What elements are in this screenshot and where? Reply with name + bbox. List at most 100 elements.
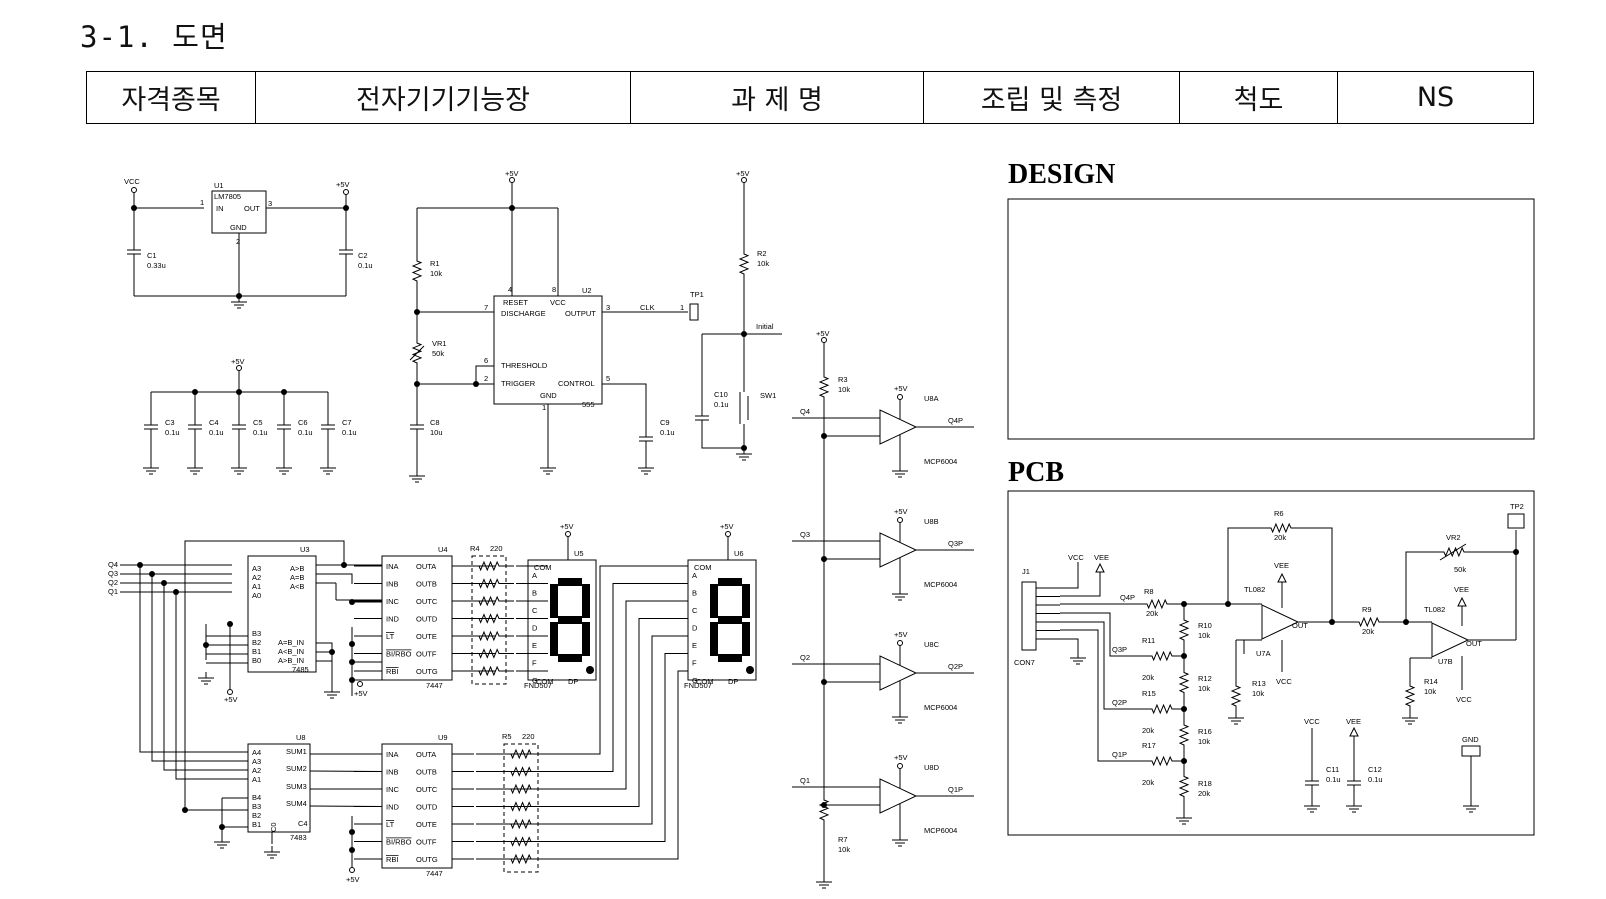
junction-dot: [182, 807, 188, 813]
pcb-q4p: Q4P: [1120, 593, 1135, 602]
p5v-label-3: +5V: [505, 169, 519, 178]
display-u6-segment: [742, 584, 750, 618]
seven-seg-decoder-u4-out-2: OUTC: [416, 597, 438, 606]
u8-in-a2: A2: [252, 766, 261, 775]
vr1-value: 50k: [432, 349, 444, 358]
r1-label: R1: [430, 259, 440, 268]
c1-label: C1: [147, 251, 157, 260]
junction-dot: [161, 580, 167, 586]
junction-dot: [203, 642, 209, 648]
display-u5-segment: [582, 622, 590, 656]
power-terminal: [236, 365, 242, 371]
title-cell-task: 조립 및 측정: [923, 71, 1180, 124]
seven-seg-decoder-u4-in-0: INA: [386, 562, 399, 571]
title-cell-label-qualification: 자격종목: [86, 71, 256, 124]
wire: [175, 592, 248, 780]
p5v-label-u3b: +5V: [354, 689, 368, 698]
display-u5-seg-0: A: [532, 571, 537, 580]
power-terminal: [897, 517, 903, 523]
wire: [602, 383, 647, 420]
p5v-label-2: +5V: [231, 357, 245, 366]
vee-icon-4: [1349, 726, 1359, 737]
c6-value: 0.1u: [298, 428, 313, 437]
c10-value: 0.1u: [714, 400, 729, 409]
seven-seg-decoder-u4-in-4: LT: [386, 632, 395, 641]
p5v-label-cmp2: +5V: [894, 630, 908, 639]
comparator-u8b: [879, 532, 918, 568]
pin-number: 7: [484, 303, 488, 312]
u3-pin-b1: B2: [252, 638, 261, 647]
u7a-label: U7A: [1256, 649, 1271, 658]
seven-seg-decoder-u9-in-1: INB: [386, 768, 399, 777]
wire: [151, 574, 248, 762]
pin-number: 3: [268, 199, 272, 208]
c11-vcc: VCC: [1304, 717, 1320, 726]
resistor-network-r5-label: R5: [502, 732, 512, 741]
wire: [316, 642, 333, 686]
junction-dot: [149, 571, 155, 577]
r14: [1404, 680, 1416, 712]
opamp-u7a: [1261, 604, 1300, 640]
u8d-label: U8D: [924, 763, 940, 772]
vr2: [1430, 546, 1478, 558]
r14-value: 10k: [1424, 687, 1436, 696]
display-u5-segment: [582, 584, 590, 618]
u2-control: CONTROL: [558, 379, 595, 388]
seven-seg-decoder-u9-in-5: BI/RBO: [386, 838, 412, 847]
pin-number: 3: [606, 303, 610, 312]
display-u6-label: U6: [734, 549, 744, 558]
c2-label: C2: [358, 251, 368, 260]
u8-out-2: SUM3: [286, 782, 307, 791]
resistor-network-r4: [471, 555, 507, 685]
r9-label: R9: [1362, 605, 1372, 614]
seven-seg-decoder-u9-out-0: OUTA: [416, 750, 436, 759]
display-u5-seg-3: D: [532, 624, 538, 633]
display-u6-segment: [742, 622, 750, 656]
wire: [528, 635, 688, 825]
r12-label: R12: [1198, 674, 1212, 683]
seven-seg-decoder-u4-out-0: OUTA: [416, 562, 436, 571]
display-u5-seg-4: E: [532, 641, 537, 650]
u8-part: 7483: [290, 833, 307, 842]
pin-number: 2: [484, 374, 488, 383]
bus-q4: Q4: [108, 560, 118, 569]
wire: [701, 442, 744, 449]
seven-seg-decoder-u4-in-1: INB: [386, 580, 399, 589]
sw1-label: SW1: [760, 391, 776, 400]
display-u5: [527, 559, 597, 681]
c2-value: 0.1u: [358, 261, 373, 270]
vcc-label: VCC: [124, 177, 140, 186]
u3-in-2: A>B_IN: [278, 656, 304, 665]
power-terminal: [897, 763, 903, 769]
r11-label: R11: [1142, 636, 1155, 645]
u1-out-pin: OUT: [244, 204, 260, 213]
display-u5-dp-dot: [586, 666, 594, 674]
power-terminal: [343, 189, 349, 195]
comparator-u8d: [879, 778, 918, 814]
display-u5-seg-2: C: [532, 606, 538, 615]
seven-seg-decoder-u9-part: 7447: [426, 869, 443, 878]
u7a-part: TL082: [1244, 585, 1265, 594]
u3-pin-b2: B1: [252, 647, 261, 656]
display-u6-segment: [718, 578, 742, 586]
gnd-tp-label: GND: [1462, 735, 1479, 744]
title-cell-qualification: 전자기기기능장: [255, 71, 631, 124]
u1-part: LM7805: [214, 192, 241, 201]
u7a-vcc: VCC: [1276, 677, 1292, 686]
r12: [1178, 656, 1190, 709]
display-u5-part: FND507: [524, 681, 552, 690]
seven-seg-decoder-u9-in-2: INC: [386, 785, 400, 794]
power-terminal: [725, 531, 731, 537]
connector-j1: [1021, 581, 1037, 651]
display-u6-segment: [718, 654, 742, 662]
wire: [528, 670, 688, 860]
r9-value: 20k: [1362, 627, 1374, 636]
u7a-vee: VEE: [1274, 561, 1289, 570]
r3-label: R3: [838, 375, 848, 384]
u3-in-0: A=B_IN: [278, 638, 304, 647]
u8d-part: MCP6004: [924, 826, 957, 835]
display-u5-p5v: +5V: [560, 522, 574, 531]
p5v-label-cmp1: +5V: [894, 507, 908, 516]
power-terminal: [821, 337, 827, 343]
wire: [1314, 527, 1333, 622]
